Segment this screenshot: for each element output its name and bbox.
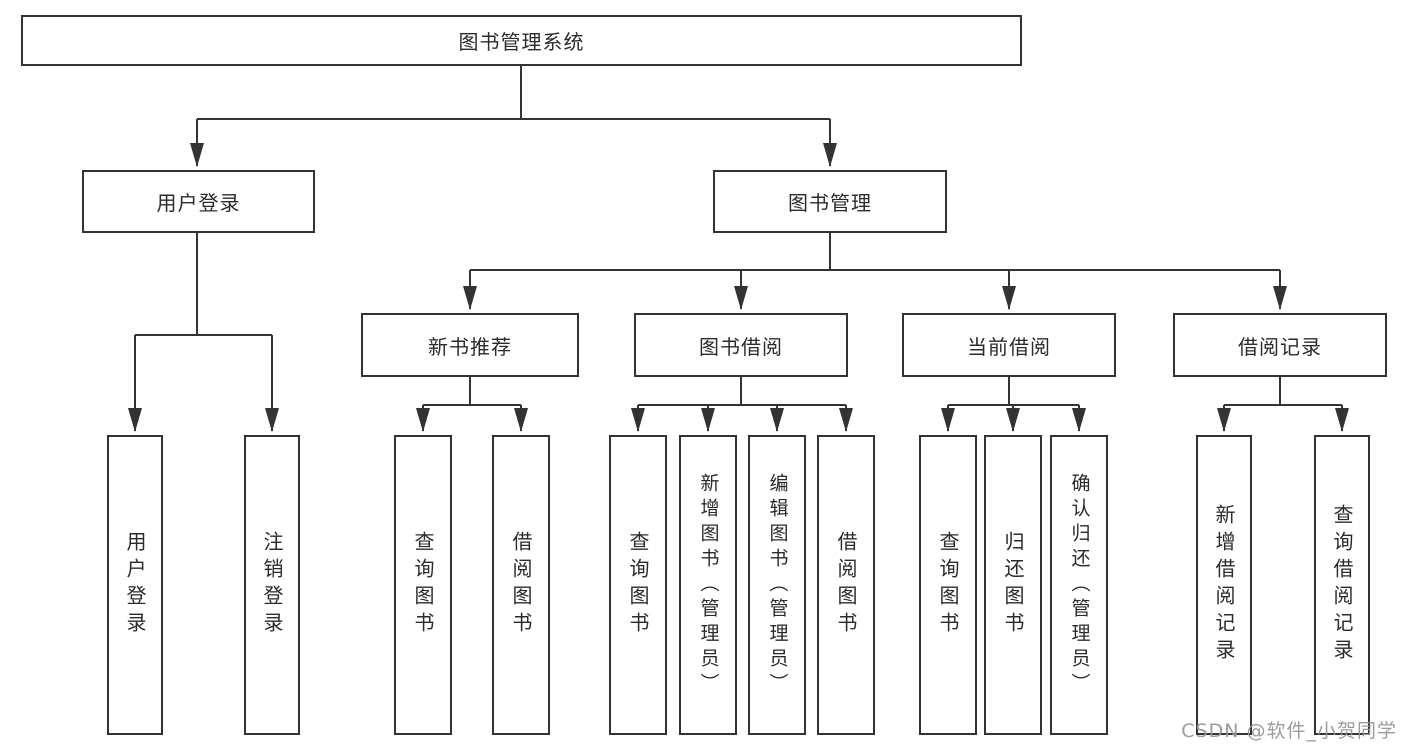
leaf-current-query-books: 查询图书 bbox=[919, 435, 977, 735]
leaf-label: 归还图书 bbox=[1001, 531, 1025, 639]
leaf-confirm-return-admin: 确认归还（管理员） bbox=[1050, 435, 1108, 735]
leaf-add-books-admin: 新增图书（管理员） bbox=[679, 435, 737, 735]
node-current-borrowing: 当前借阅 bbox=[902, 313, 1116, 377]
leaf-add-borrow-record: 新增借阅记录 bbox=[1196, 435, 1252, 735]
node-label: 借阅记录 bbox=[1238, 334, 1322, 359]
node-label: 用户登录 bbox=[156, 191, 241, 215]
node-book-borrowing: 图书借阅 bbox=[634, 313, 848, 377]
leaf-label: 查询图书 bbox=[411, 531, 435, 639]
leaf-return-books: 归还图书 bbox=[984, 435, 1042, 735]
leaf-edit-books-admin: 编辑图书（管理员） bbox=[748, 435, 806, 735]
node-user-login: 用户登录 bbox=[82, 170, 315, 233]
leaf-label: 借阅图书 bbox=[834, 531, 858, 639]
leaf-label: 新增借阅记录 bbox=[1212, 504, 1236, 666]
leaf-user-login: 用户登录 bbox=[107, 435, 163, 735]
leaf-label: 注销登录 bbox=[260, 531, 284, 639]
leaf-query-borrow-record: 查询借阅记录 bbox=[1314, 435, 1370, 735]
node-label: 当前借阅 bbox=[967, 334, 1051, 359]
leaf-label: 查询图书 bbox=[936, 531, 960, 639]
node-new-book-recommend: 新书推荐 bbox=[361, 313, 579, 377]
leaf-recommend-borrow-books: 借阅图书 bbox=[492, 435, 550, 735]
leaf-label: 确认归还（管理员） bbox=[1068, 472, 1091, 698]
leaf-recommend-query-books: 查询图书 bbox=[394, 435, 452, 735]
leaf-label: 新增图书（管理员） bbox=[697, 472, 720, 698]
leaf-borrowing-borrow-books: 借阅图书 bbox=[817, 435, 875, 735]
node-label: 图书借阅 bbox=[699, 334, 783, 359]
node-label: 新书推荐 bbox=[428, 334, 512, 359]
leaf-label: 编辑图书（管理员） bbox=[766, 472, 789, 698]
leaf-borrowing-query-books: 查询图书 bbox=[609, 435, 667, 735]
node-book-management: 图书管理 bbox=[713, 170, 947, 233]
leaf-label: 查询图书 bbox=[626, 531, 650, 639]
leaf-label: 查询借阅记录 bbox=[1330, 504, 1354, 666]
node-borrowing-records: 借阅记录 bbox=[1173, 313, 1387, 377]
node-label: 图书管理 bbox=[788, 191, 872, 215]
node-library-management-system: 图书管理系统 bbox=[21, 15, 1022, 66]
leaf-label: 借阅图书 bbox=[509, 531, 533, 639]
leaf-logout: 注销登录 bbox=[244, 435, 300, 735]
node-label: 图书管理系统 bbox=[458, 30, 585, 54]
csdn-watermark: CSDN @软件_小贺同学 bbox=[1181, 720, 1397, 742]
leaf-label: 用户登录 bbox=[123, 531, 147, 639]
